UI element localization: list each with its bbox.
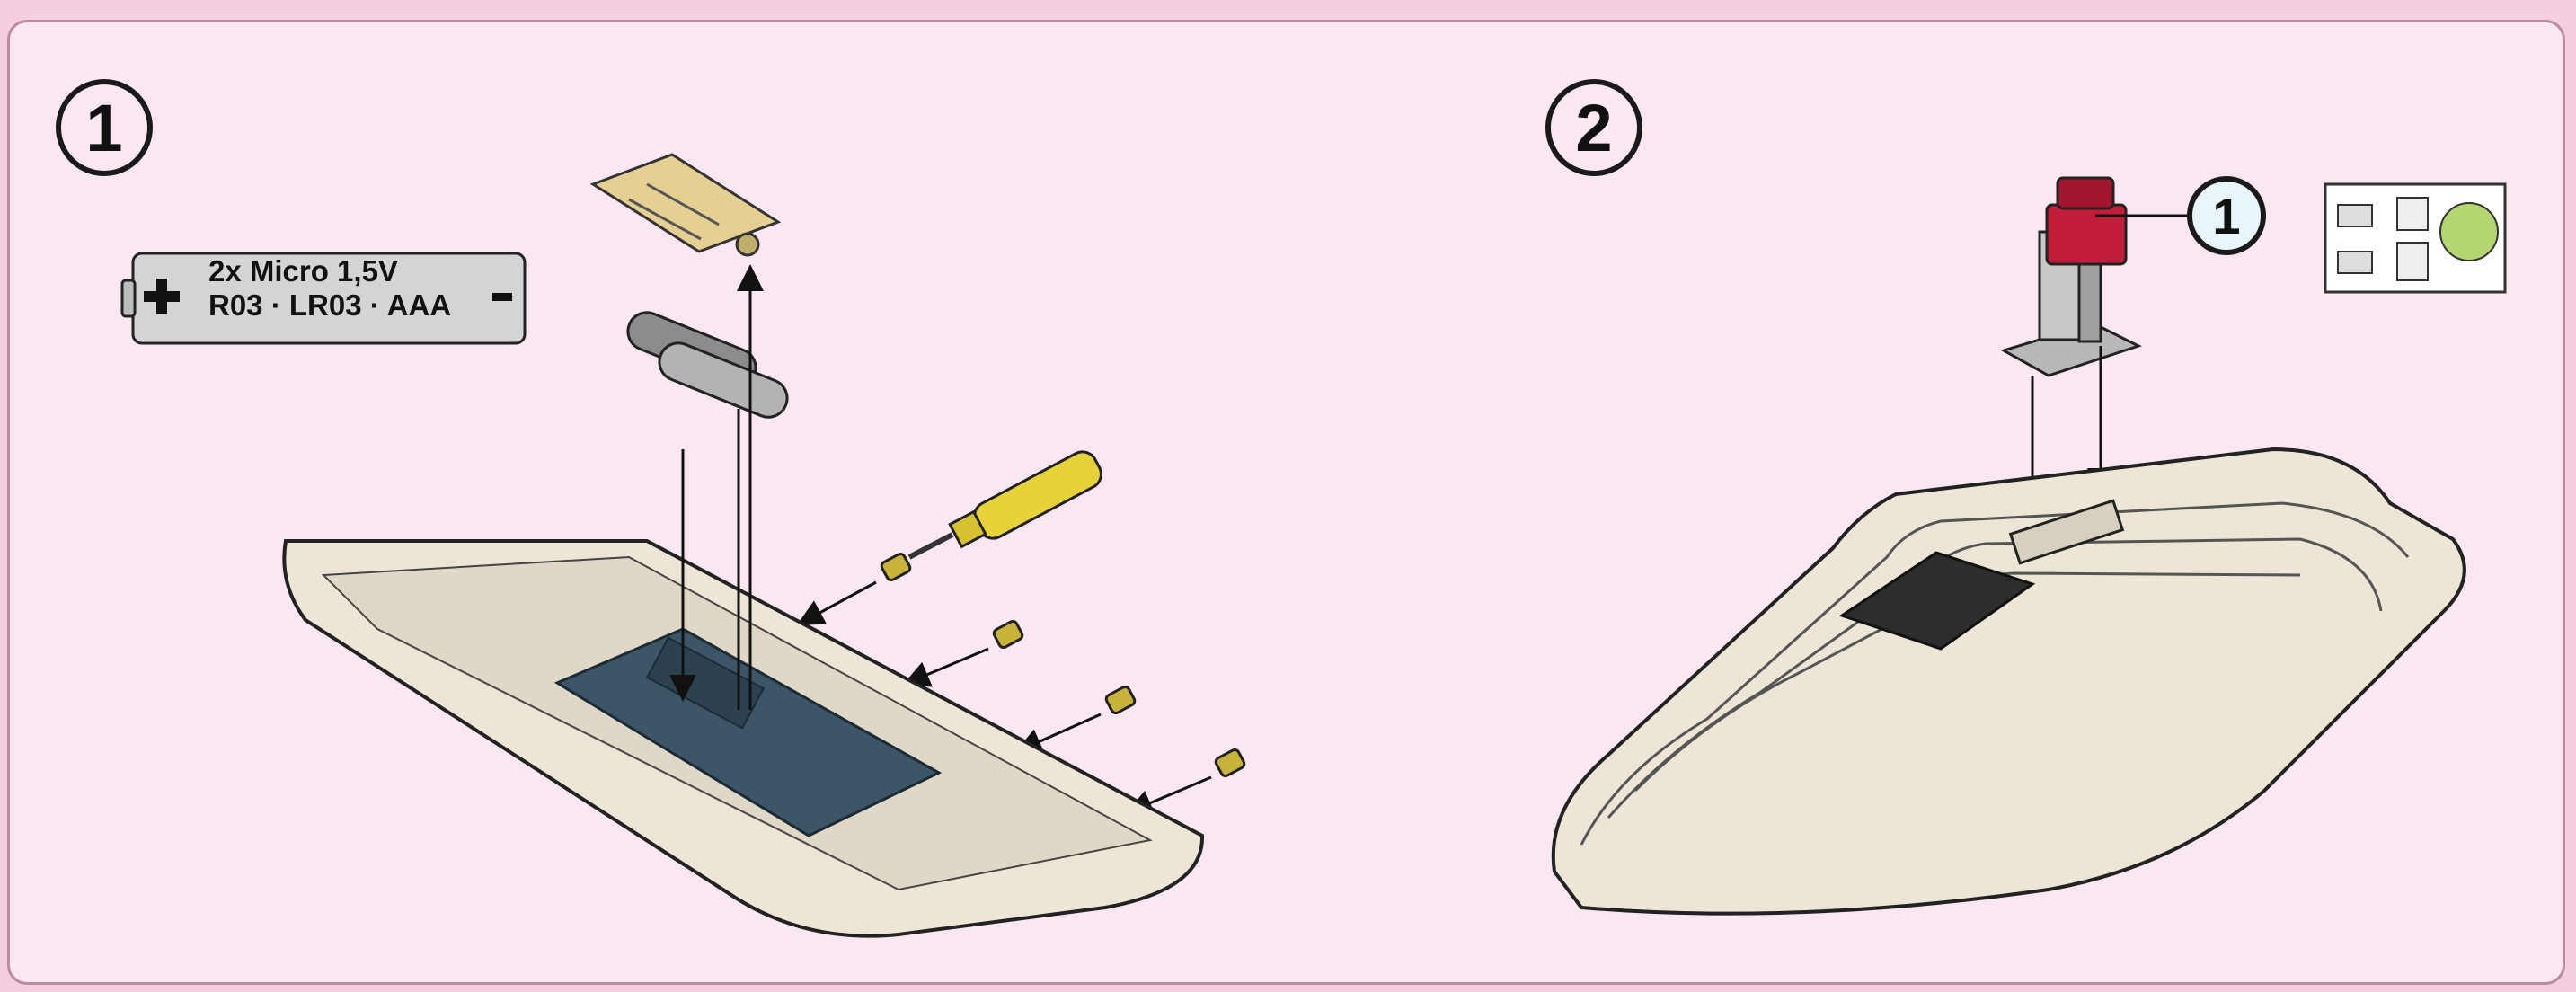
battery-spec-text: 2x Micro 1,5V R03 · LR03 · AAA xyxy=(208,254,451,323)
decal-sheet-icon xyxy=(2325,184,2505,292)
battery-spec-line-1: 2x Micro 1,5V xyxy=(208,254,451,288)
battery-icon xyxy=(623,306,793,422)
red-mailbox-icon xyxy=(2004,178,2138,376)
stepped-base xyxy=(1554,449,2465,914)
screwdriver-icon xyxy=(909,447,1106,557)
part-callout-label: 1 xyxy=(2212,187,2240,245)
housing-base xyxy=(284,541,1202,936)
step-number-label: 2 xyxy=(1575,90,1612,166)
battery-spec-line-2: R03 · LR03 · AAA xyxy=(208,288,451,323)
part-callout: 1 xyxy=(2187,176,2266,255)
label-sticker-icon xyxy=(593,155,778,255)
step-number-1: 1 xyxy=(56,79,153,176)
step-number-label: 1 xyxy=(85,90,122,166)
step-number-2: 2 xyxy=(1545,79,1642,176)
